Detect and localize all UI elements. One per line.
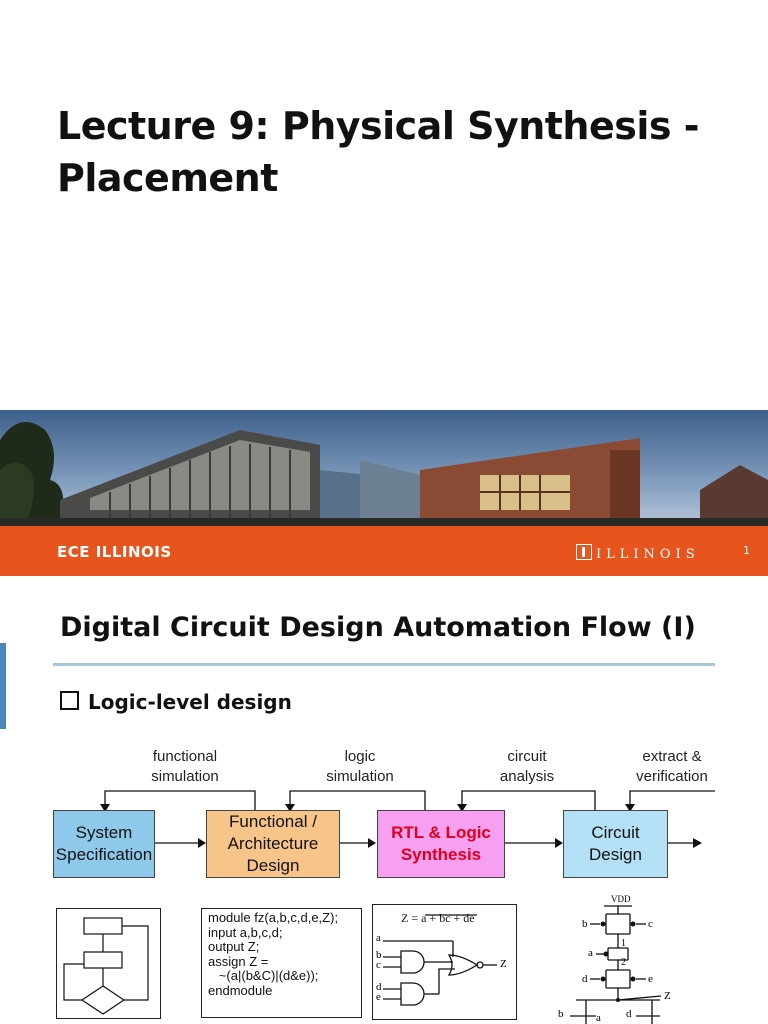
- vdd-label: VDD: [611, 894, 631, 904]
- gate-schematic: [383, 914, 497, 1006]
- verilog-code-block: module fz(a,b,c,d,e,Z);input a,b,c,d;out…: [201, 908, 362, 1018]
- transistor-schematic: VDD b c a 1 2 d e Z b a d: [556, 892, 686, 1024]
- output-node-z: Z: [664, 990, 671, 1002]
- gate-label-e: e: [648, 973, 653, 985]
- gate-label-a-bottom: a: [596, 1012, 601, 1024]
- left-accent-bar: [0, 643, 6, 729]
- gate-label-b: b: [582, 918, 588, 930]
- gate-label-d: d: [582, 973, 588, 985]
- gate-label-c: c: [648, 918, 653, 930]
- page-number: 1: [743, 544, 750, 557]
- title-slide: Lecture 9: Physical Synthesis - Placemen…: [0, 104, 768, 576]
- bullet-item: Logic-level design: [60, 690, 292, 714]
- lecture-title: Lecture 9: Physical Synthesis - Placemen…: [57, 104, 700, 200]
- gate-label-d-bottom: d: [626, 1008, 632, 1020]
- input-label-c: c: [376, 959, 381, 971]
- node-label-1: 1: [621, 938, 626, 949]
- gate-label-a: a: [588, 947, 593, 959]
- brand-band: [0, 526, 768, 576]
- illinois-wordmark: ILLINOIS: [576, 544, 700, 562]
- gate-label-b-bottom: b: [558, 1008, 564, 1020]
- flow-connectors: [100, 790, 715, 848]
- node-label-2: 2: [621, 957, 626, 968]
- illinois-block-i-icon: [576, 544, 592, 560]
- input-label-d: d: [376, 981, 382, 993]
- slide-title: Digital Circuit Design Automation Flow (…: [60, 612, 696, 643]
- input-label-e: e: [376, 991, 381, 1003]
- feedback-label-extract-verification: extract & verification: [636, 748, 708, 785]
- title-divider: [53, 663, 715, 666]
- input-label-b: b: [376, 949, 382, 961]
- ece-illinois-logo-text: ECE ILLINOIS: [57, 543, 172, 561]
- checkbox-bullet-icon: [60, 691, 79, 710]
- logic-gate-diagram: Z = a + bc + de a b c d e Z: [372, 904, 517, 1020]
- cmos-circuit: [570, 905, 662, 1024]
- output-label-z: Z: [500, 958, 507, 970]
- flowchart-thumbnail: [56, 908, 161, 1019]
- campus-building-photo: [0, 410, 768, 526]
- input-label-a: a: [376, 932, 381, 944]
- feedback-label-functional-simulation: functional simulation: [151, 748, 219, 785]
- feedback-label-circuit-analysis: circuit analysis: [499, 748, 555, 785]
- feedback-label-logic-simulation: logic simulation: [326, 748, 394, 785]
- building-illustration: [0, 410, 768, 526]
